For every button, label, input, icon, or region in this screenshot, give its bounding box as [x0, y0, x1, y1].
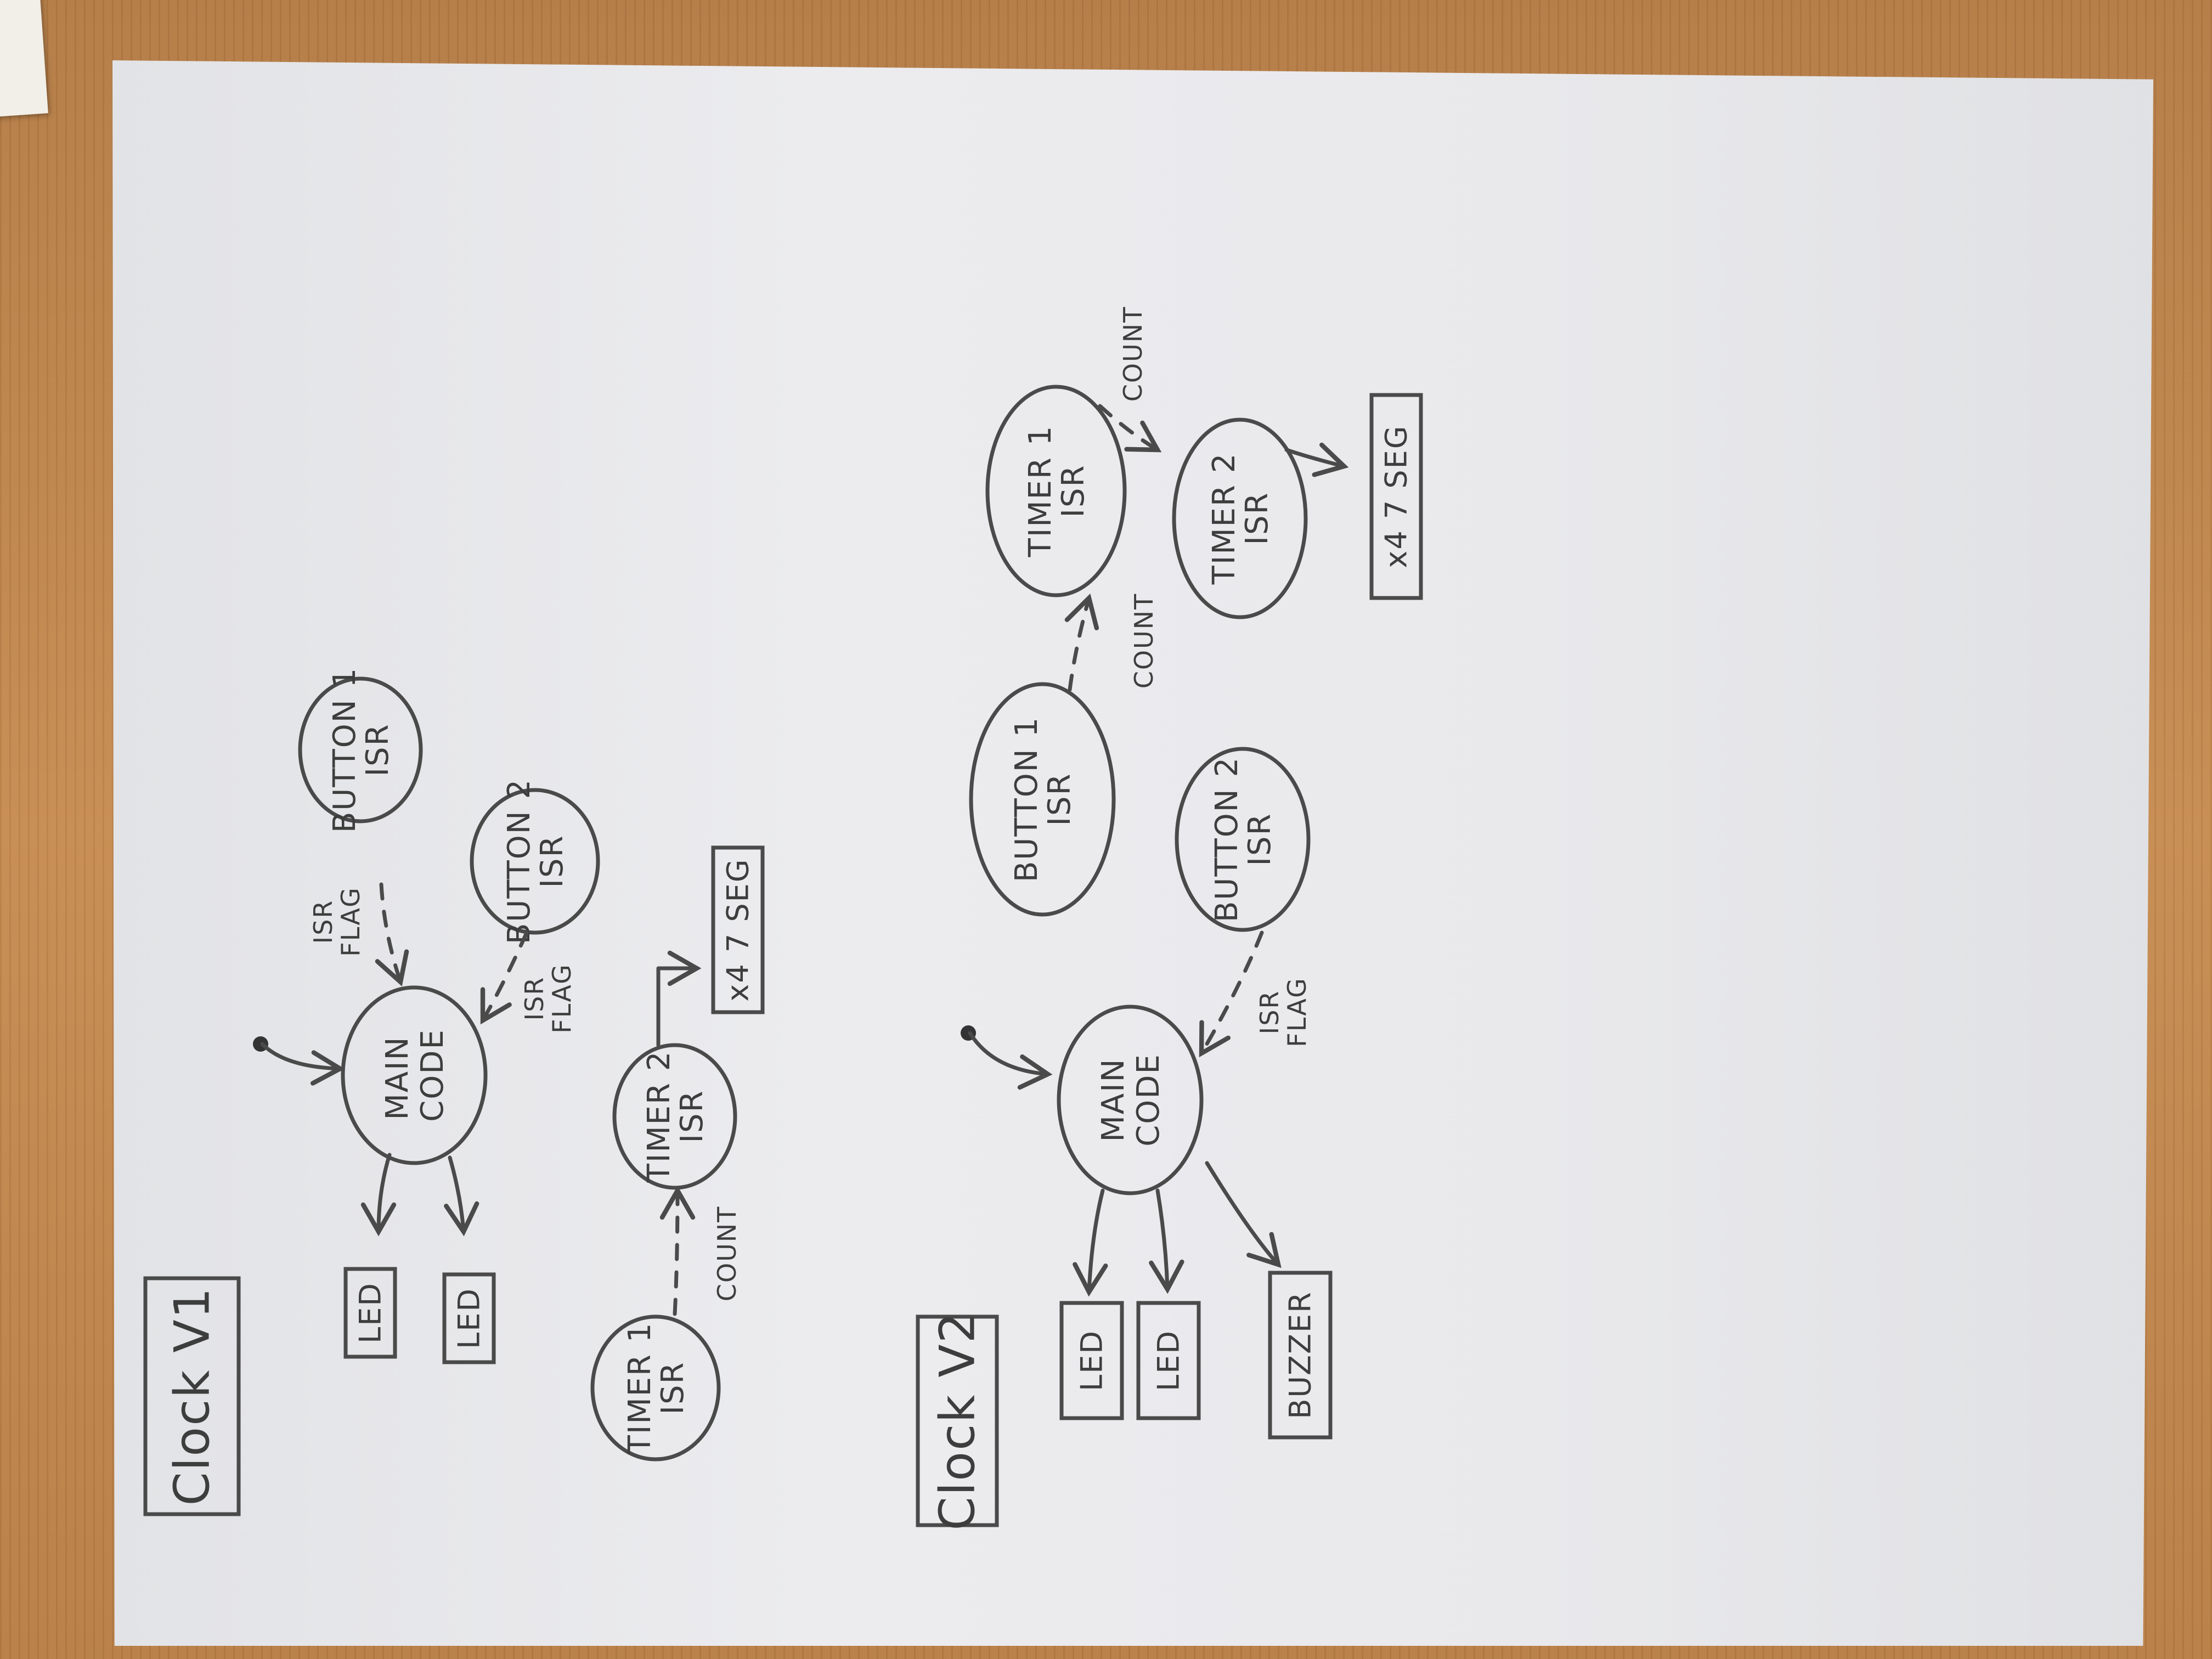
svg-text:LED: LED — [353, 1282, 388, 1344]
svg-text:BUTTON 1: BUTTON 1 — [327, 667, 363, 833]
v2-edge-main-to-led1 — [1073, 1188, 1108, 1297]
svg-text:LED: LED — [1152, 1330, 1186, 1391]
v2-buzzer-output: BUZZER — [1268, 1271, 1333, 1440]
svg-text:FLAG: FLAG — [547, 963, 577, 1033]
svg-text:x4 7 SEG: x4 7 SEG — [721, 858, 755, 1001]
svg-text:ISR: ISR — [360, 724, 396, 777]
v1-edge-timer2-to-7seg — [656, 950, 702, 1047]
v1-timer2-isr-node: TIMER 2 ISR — [612, 1043, 737, 1190]
v2-edge-button1-to-timer1 — [1064, 593, 1099, 692]
paper-sheet — [112, 60, 2153, 1646]
v1-7seg-display-output: x4 7 SEG — [711, 845, 765, 1014]
svg-text:ISR: ISR — [1042, 773, 1077, 826]
clock-v1-title: Clock V1 — [143, 1276, 241, 1516]
v1-isr-flag-label-2: ISR FLAG — [520, 963, 577, 1033]
svg-text:ISR: ISR — [308, 900, 338, 944]
v2-edge-main-to-buzzer — [1205, 1161, 1282, 1268]
v2-button1-isr-node: BUTTON 1 ISR — [969, 682, 1116, 917]
svg-text:BUTTON 1: BUTTON 1 — [1009, 716, 1045, 882]
v2-timer1-isr-node: TIMER 1 ISR — [985, 385, 1127, 597]
v2-edge-timer1-to-timer2 — [1098, 404, 1162, 453]
svg-text:TIMER 2: TIMER 2 — [641, 1051, 677, 1183]
svg-text:ISR: ISR — [674, 1090, 710, 1143]
v2-edge-main-to-led2 — [1149, 1188, 1184, 1294]
svg-text:TIMER 2: TIMER 2 — [1206, 453, 1242, 585]
v2-initial-arrow — [968, 1031, 1053, 1090]
v1-count-label: COUNT — [712, 1206, 742, 1302]
svg-text:ISR: ISR — [1242, 813, 1278, 866]
clock-v1-diagram: Clock V1 MAIN CODE BUTTON 1 ISR BUTTON 2 — [143, 667, 765, 1516]
svg-text:COUNT: COUNT — [1129, 593, 1159, 689]
v2-7seg-display-output: x4 7 SEG — [1369, 393, 1423, 600]
svg-text:TIMER 1: TIMER 1 — [622, 1322, 658, 1455]
svg-text:COUNT: COUNT — [1118, 306, 1148, 402]
svg-text:Clock V1: Clock V1 — [164, 1286, 221, 1505]
svg-text:ISR: ISR — [1056, 465, 1091, 518]
svg-text:TIMER 1: TIMER 1 — [1023, 425, 1058, 558]
v2-led-output-2: LED — [1136, 1301, 1201, 1420]
v1-edge-main-to-led2 — [444, 1155, 479, 1237]
svg-text:x4 7 SEG: x4 7 SEG — [1379, 425, 1414, 568]
v2-count-label-2: COUNT — [1118, 306, 1148, 402]
svg-text:CODE: CODE — [415, 1029, 450, 1122]
clock-v2-diagram: Clock V2 MAIN CODE BUTTON 1 ISR BUTTON 2 — [916, 306, 1423, 1531]
v1-isr-flag-label-1: ISR FLAG — [308, 887, 365, 956]
v2-isr-flag-label: ISR FLAG — [1255, 977, 1312, 1047]
v1-led-output-1: LED — [343, 1267, 397, 1359]
svg-text:ISR: ISR — [520, 977, 549, 1021]
v2-button2-isr-node: BUTTON 2 ISR — [1175, 747, 1311, 932]
v1-edge-main-to-led1 — [360, 1153, 397, 1237]
svg-text:COUNT: COUNT — [712, 1206, 742, 1302]
v1-timer1-isr-node: TIMER 1 ISR — [590, 1314, 721, 1462]
v1-button1-isr-node: BUTTON 1 ISR — [298, 667, 423, 833]
v1-edge-button1-to-main — [375, 882, 409, 987]
v1-led-output-2: LED — [442, 1272, 496, 1364]
v1-button2-isr-node: BUTTON 2 ISR — [470, 778, 600, 944]
svg-text:LED: LED — [452, 1288, 487, 1349]
v1-edge-button2-to-main — [480, 930, 529, 1025]
v2-count-label-1: COUNT — [1129, 593, 1159, 689]
svg-text:MAIN: MAIN — [1096, 1058, 1131, 1142]
clock-v2-title: Clock V2 — [916, 1311, 999, 1531]
svg-text:LED: LED — [1075, 1330, 1109, 1391]
v1-edge-timer1-to-timer2 — [659, 1186, 696, 1316]
initial-arrow — [260, 1042, 345, 1086]
svg-text:CODE: CODE — [1131, 1053, 1166, 1147]
svg-text:FLAG: FLAG — [1282, 977, 1312, 1047]
svg-text:FLAG: FLAG — [336, 887, 365, 956]
svg-text:ISR: ISR — [534, 835, 570, 888]
svg-text:BUZZER: BUZZER — [1283, 1291, 1318, 1419]
svg-text:Clock V2: Clock V2 — [929, 1311, 986, 1530]
svg-text:BUTTON 2: BUTTON 2 — [501, 778, 537, 944]
v2-main-code-node: MAIN CODE — [1057, 1005, 1204, 1195]
svg-text:BUTTON 2: BUTTON 2 — [1209, 757, 1245, 922]
v2-edge-button2-to-main — [1199, 930, 1264, 1058]
v2-led-output-1: LED — [1059, 1301, 1124, 1420]
v2-edge-timer2-to-7seg — [1284, 442, 1349, 477]
v1-main-code-node: MAIN CODE — [341, 985, 488, 1165]
svg-text:ISR: ISR — [1255, 990, 1284, 1035]
v2-timer2-isr-node: TIMER 2 ISR — [1172, 417, 1308, 619]
svg-text:ISR: ISR — [1239, 492, 1275, 545]
svg-text:ISR: ISR — [655, 1362, 691, 1415]
svg-text:MAIN: MAIN — [380, 1036, 415, 1120]
